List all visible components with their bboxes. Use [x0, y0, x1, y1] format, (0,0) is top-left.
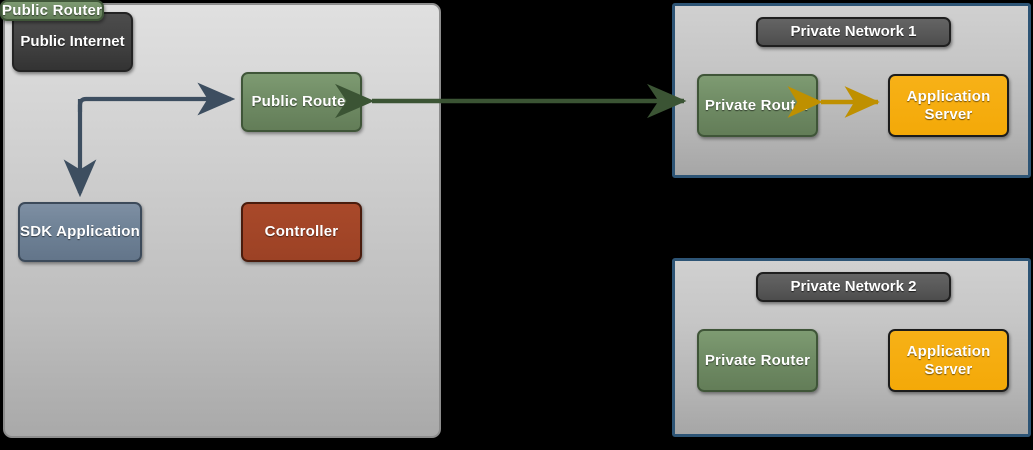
public-internet-label: Public Internet: [12, 12, 133, 72]
node-private-router-1[interactable]: Private Router: [697, 74, 818, 137]
node-private-router-2[interactable]: Private Router: [697, 329, 818, 392]
node-public-router-top[interactable]: Public Router: [241, 72, 362, 132]
private-network-2-zone: Private Network 2 Private Router Applica…: [672, 258, 1031, 437]
node-application-server-2[interactable]: Application Server: [888, 329, 1009, 392]
private-network-1-zone: Private Network 1 Private Router Applica…: [672, 3, 1031, 178]
private-network-2-label: Private Network 2: [756, 272, 951, 302]
node-sdk-application[interactable]: SDK Application: [18, 202, 142, 262]
node-application-server-1[interactable]: Application Server: [888, 74, 1009, 137]
private-network-1-label: Private Network 1: [756, 17, 951, 47]
node-controller[interactable]: Controller: [241, 202, 362, 262]
node-public-router-bottom[interactable]: Public Router: [0, 0, 105, 22]
